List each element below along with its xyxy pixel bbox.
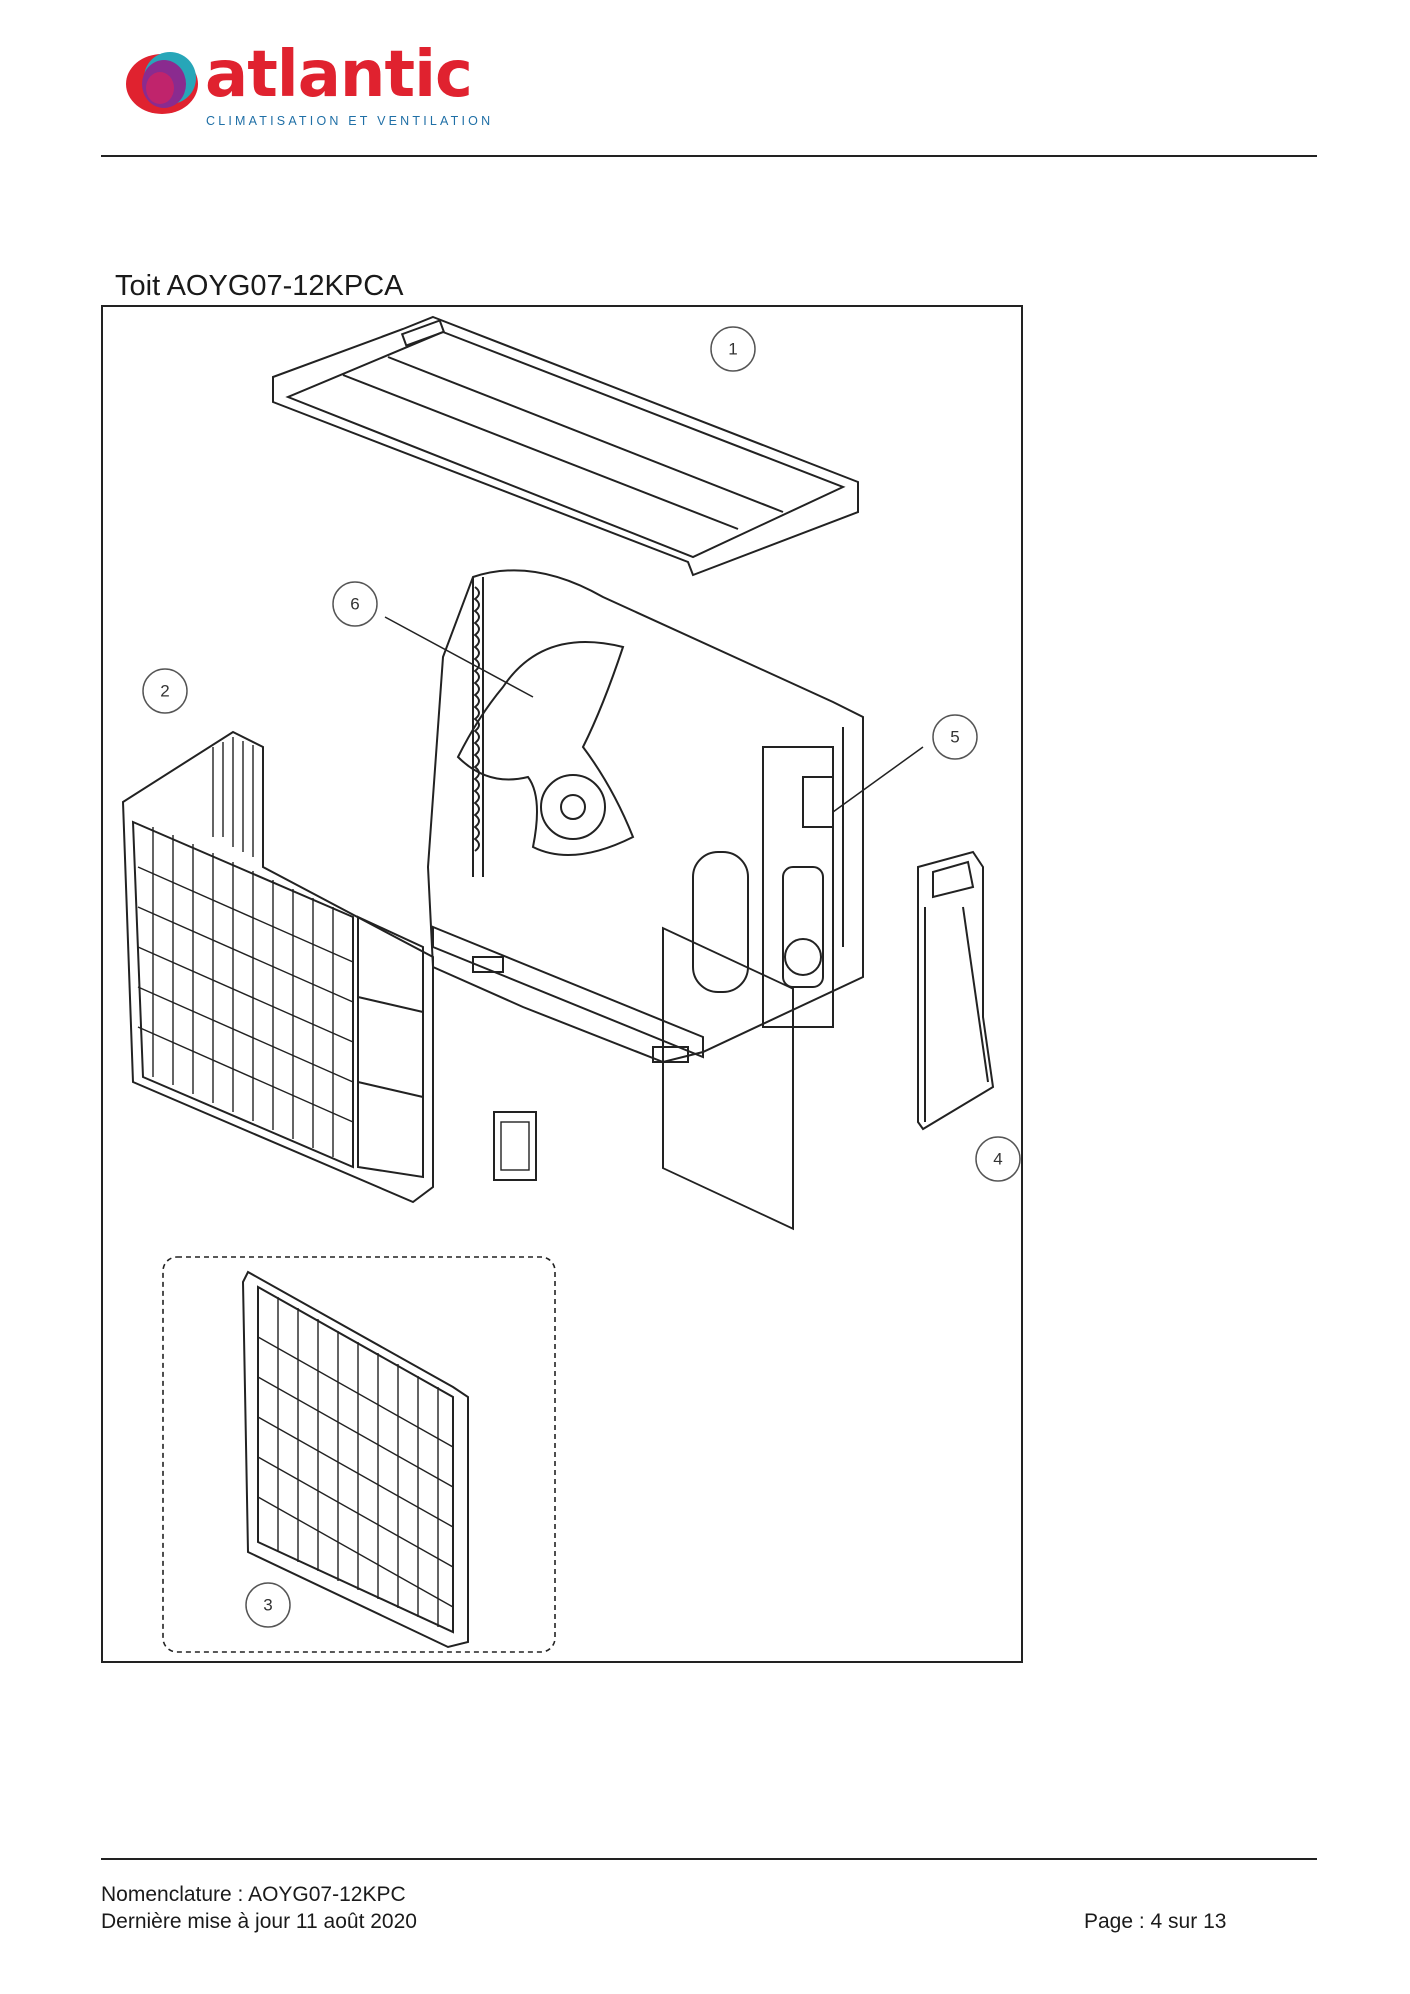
exploded-view-frame: 1 2 3 4 5 6 bbox=[101, 305, 1023, 1663]
callout-5: 5 bbox=[932, 714, 978, 760]
brand-logo: atlantic CLIMATISATION ET VENTILATION bbox=[120, 38, 500, 134]
logo-tagline: CLIMATISATION ET VENTILATION bbox=[206, 114, 494, 128]
callout-1-label: 1 bbox=[728, 340, 737, 359]
footer-last-updated: Dernière mise à jour 11 août 2020 bbox=[101, 1910, 417, 1933]
front-panel-part bbox=[121, 730, 434, 1204]
callout-6-label: 6 bbox=[350, 595, 359, 614]
compressor-housing bbox=[662, 926, 794, 1231]
callout-2-label: 2 bbox=[160, 682, 169, 701]
callout-1: 1 bbox=[710, 326, 756, 372]
footer-page-number: Page : 4 sur 13 bbox=[1084, 1910, 1227, 1933]
logo-wordmark: atlantic bbox=[205, 38, 473, 112]
callout-2: 2 bbox=[142, 668, 188, 714]
footer-nomenclature: Nomenclature : AOYG07-12KPC bbox=[101, 1883, 406, 1906]
atlantic-logo-icon bbox=[126, 52, 198, 114]
leader-line-6 bbox=[384, 616, 534, 698]
callout-3-label: 3 bbox=[263, 1596, 272, 1615]
top-cover-part bbox=[272, 315, 859, 577]
brand-badge-part bbox=[493, 1111, 537, 1181]
side-panel-part bbox=[917, 850, 995, 1131]
callout-4-label: 4 bbox=[993, 1150, 1002, 1169]
grille-option-box bbox=[162, 1256, 556, 1653]
rear-grille-part bbox=[241, 1270, 469, 1649]
unit-chassis-part bbox=[426, 569, 864, 1231]
callout-3: 3 bbox=[245, 1582, 291, 1628]
callout-5-label: 5 bbox=[950, 728, 959, 747]
callout-6: 6 bbox=[332, 581, 378, 627]
section-title: Toit AOYG07-12KPCA bbox=[115, 270, 404, 302]
footer-divider bbox=[101, 1858, 1317, 1860]
callout-4: 4 bbox=[975, 1136, 1021, 1182]
header-divider bbox=[101, 155, 1317, 157]
exploded-parts-diagram: 1 2 3 4 5 6 bbox=[121, 315, 1021, 1653]
leader-line-5 bbox=[832, 746, 924, 813]
